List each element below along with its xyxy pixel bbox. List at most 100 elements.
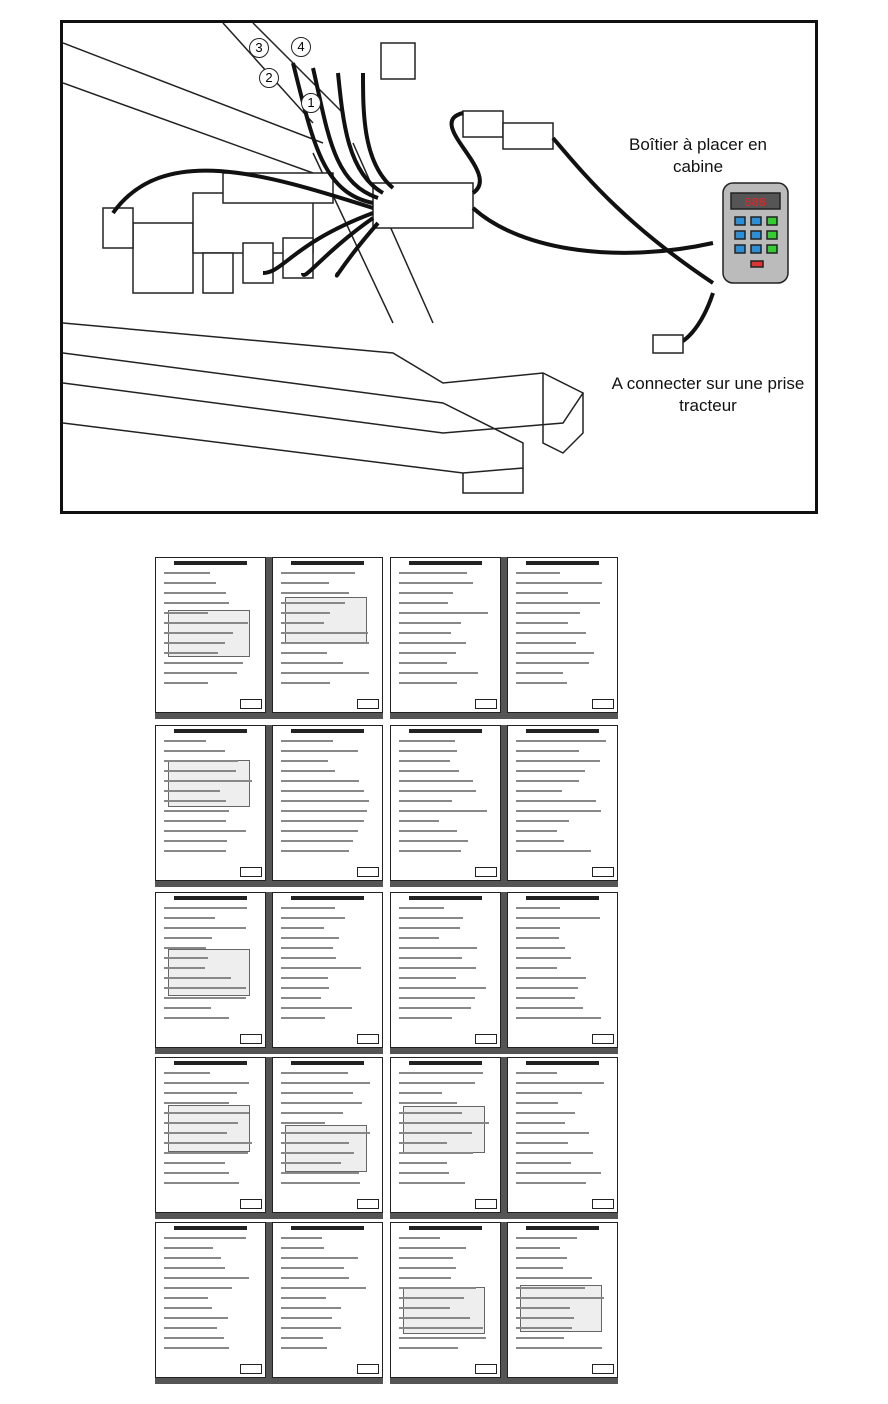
manual-page-thumbnail[interactable]: [390, 1222, 501, 1378]
page-text-line: [281, 1007, 353, 1009]
page-text-line: [516, 1182, 586, 1184]
page-text-line: [164, 1277, 249, 1279]
thumbnail-row: [155, 892, 623, 1054]
page-text-line: [281, 602, 346, 604]
manual-page-thumbnail[interactable]: [507, 1222, 618, 1378]
page-text-line: [164, 840, 227, 842]
manual-page-thumbnail[interactable]: [272, 1057, 383, 1213]
manual-page-thumbnail[interactable]: [390, 557, 501, 713]
manual-page-thumbnail[interactable]: [272, 725, 383, 881]
page-text-line: [399, 907, 445, 909]
page-text-line: [281, 1172, 359, 1174]
page-text-line: [516, 1007, 583, 1009]
page-footer-box: [592, 699, 614, 709]
manual-page-thumbnail[interactable]: [272, 1222, 383, 1378]
page-footer-box: [475, 1034, 497, 1044]
manual-page-thumbnail[interactable]: [272, 557, 383, 713]
page-text-line: [399, 1142, 447, 1144]
page-text-line: [516, 1307, 570, 1309]
manual-page-thumbnail[interactable]: [155, 1057, 266, 1213]
manual-page-thumbnail[interactable]: [155, 892, 266, 1048]
page-text-line: [164, 957, 209, 959]
page-text-line: [164, 1092, 238, 1094]
page-text-line: [164, 682, 208, 684]
page-text-line: [399, 1347, 459, 1349]
manual-page-thumbnail[interactable]: [390, 1057, 501, 1213]
page-text-line: [281, 790, 364, 792]
page-text-line: [164, 632, 234, 634]
manual-page-thumbnail[interactable]: [390, 725, 501, 881]
page-text-line: [399, 760, 450, 762]
page-text-line: [399, 800, 453, 802]
page-text-line: [281, 967, 361, 969]
page-footer-box: [240, 1364, 262, 1374]
page-text-line: [164, 907, 248, 909]
tractor-plug-label: A connecter sur une prise tracteur: [611, 374, 805, 415]
page-footer-box: [357, 699, 379, 709]
page-text-line: [164, 612, 208, 614]
page-text-line: [516, 997, 575, 999]
page-text-line: [516, 1072, 558, 1074]
page-text-line: [516, 917, 601, 919]
page-text-line: [399, 780, 474, 782]
page-text-line: [399, 927, 460, 929]
manual-page-thumbnail[interactable]: [155, 1222, 266, 1378]
page-text-line: [399, 1122, 489, 1124]
page-text-line: [516, 632, 587, 634]
valve-number-2: 2: [259, 68, 279, 88]
page-text-line: [399, 1297, 464, 1299]
installation-diagram: 888 3 4 2 1 Boîtier à placer en cabine A…: [60, 20, 818, 514]
page-text-line: [399, 770, 459, 772]
page-text-line: [399, 1287, 476, 1289]
page-text-line: [516, 967, 558, 969]
manual-page-thumbnail[interactable]: [390, 892, 501, 1048]
manual-page-thumbnail[interactable]: [507, 725, 618, 881]
page-text-line: [516, 850, 592, 852]
page-text-line: [281, 987, 330, 989]
page-figure: [285, 597, 367, 645]
page-text-line: [516, 1092, 582, 1094]
page-text-line: [164, 1257, 222, 1259]
manual-page-thumbnail[interactable]: [507, 1057, 618, 1213]
page-header: [409, 896, 482, 900]
page-text-line: [281, 760, 328, 762]
page-text-line: [516, 907, 560, 909]
page-spread: [155, 892, 383, 1054]
page-text-line: [399, 1247, 466, 1249]
manual-page-thumbnail[interactable]: [272, 892, 383, 1048]
page-text-line: [281, 682, 331, 684]
page-text-line: [164, 977, 231, 979]
page-spread: [390, 725, 618, 887]
page-text-line: [399, 1072, 484, 1074]
page-spread: [155, 1222, 383, 1384]
page-text-line: [164, 1297, 209, 1299]
manual-page-thumbnail[interactable]: [155, 557, 266, 713]
page-text-line: [516, 1257, 567, 1259]
page-text-line: [516, 1347, 602, 1349]
page-text-line: [281, 1142, 349, 1144]
page-text-line: [399, 937, 440, 939]
page-text-line: [516, 1082, 604, 1084]
page-text-line: [399, 947, 477, 949]
page-text-line: [281, 1152, 354, 1154]
page-text-line: [516, 572, 560, 574]
page-text-line: [281, 957, 336, 959]
page-text-line: [399, 917, 463, 919]
page-text-line: [281, 1257, 359, 1259]
page-text-line: [164, 770, 237, 772]
manual-page-thumbnail[interactable]: [507, 892, 618, 1048]
page-text-line: [399, 602, 448, 604]
page-header: [409, 1226, 482, 1230]
manual-page-thumbnail[interactable]: [507, 557, 618, 713]
page-text-line: [281, 582, 329, 584]
manual-page-thumbnail[interactable]: [155, 725, 266, 881]
page-text-line: [164, 1017, 229, 1019]
page-footer-box: [357, 1364, 379, 1374]
page-text-line: [281, 800, 370, 802]
page-text-line: [164, 967, 206, 969]
page-text-line: [399, 750, 457, 752]
page-header: [409, 561, 482, 565]
page-text-line: [164, 1307, 213, 1309]
page-header: [409, 729, 482, 733]
page-text-line: [164, 652, 219, 654]
